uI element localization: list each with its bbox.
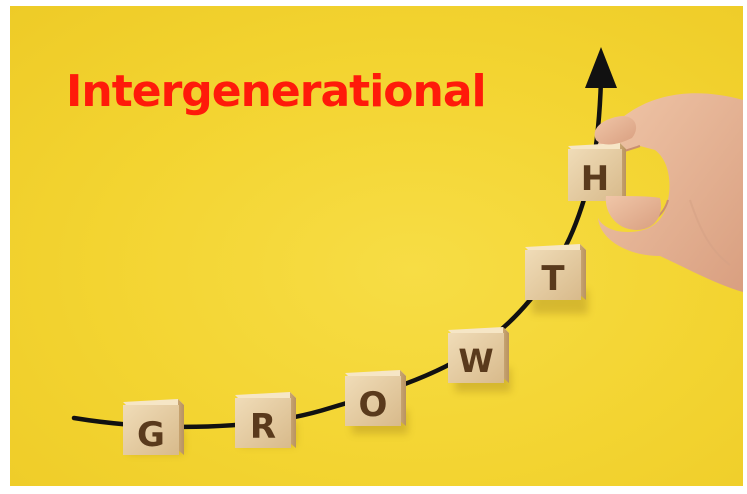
block-g: G	[123, 399, 184, 455]
block-w: W	[448, 327, 509, 383]
block-o-letter: O	[359, 385, 388, 425]
page-title: Intergenerational	[66, 66, 487, 117]
block-t: T	[525, 244, 586, 300]
block-h-letter: H	[581, 159, 609, 199]
block-r: R	[235, 392, 296, 448]
block-t-letter: T	[541, 259, 565, 299]
fingertip	[605, 196, 661, 230]
thumb	[594, 116, 637, 145]
growth-curve	[71, 77, 604, 430]
block-h: H	[568, 143, 626, 201]
up-arrow-icon	[585, 47, 617, 88]
block-r-letter: R	[250, 407, 276, 447]
block-o: O	[345, 370, 406, 426]
block-w-letter: W	[458, 342, 493, 380]
block-g-letter: G	[137, 415, 165, 455]
